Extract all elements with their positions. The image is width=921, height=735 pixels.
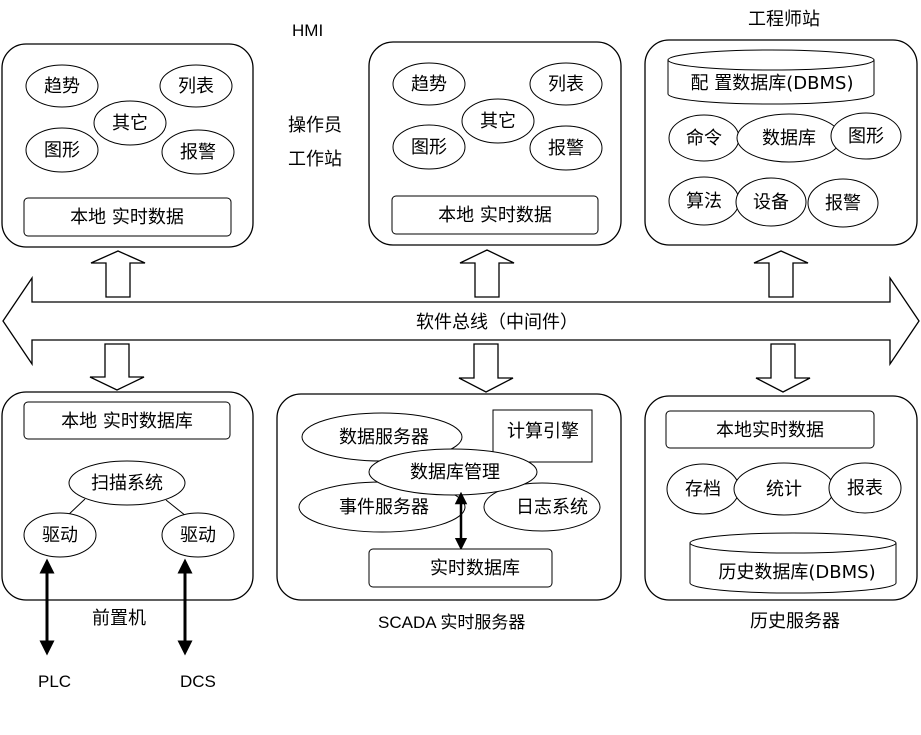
trend-ellipse: 趋势 xyxy=(411,74,447,95)
history-database-cylinder: 历史数据库(DBMS) xyxy=(718,562,875,583)
graphic-ellipse: 图形 xyxy=(44,140,80,161)
local-realtime-data-box: 本地 实时数据 xyxy=(438,205,552,226)
data-server-ellipse: 数据服务器 xyxy=(339,427,429,448)
software-bus-arrow xyxy=(2,275,920,367)
operator-panel-2: 趋势 列表 其它 图形 报警 本地 实时数据 xyxy=(368,41,622,246)
down-arrow-2 xyxy=(458,343,514,393)
software-bus-label: 软件总线（中间件） xyxy=(416,312,578,333)
device-ellipse: 设备 xyxy=(753,192,789,213)
frontend-caption: 前置机 xyxy=(92,608,146,629)
scada-caption: SCADA 实时服务器 xyxy=(378,613,525,632)
driver-ellipse-1: 驱动 xyxy=(42,525,78,546)
dcs-label: DCS xyxy=(180,672,216,691)
operator-label-line2: 工作站 xyxy=(288,149,342,170)
statistics-ellipse: 统计 xyxy=(766,479,802,500)
engineer-panel: 配 置数据库(DBMS) 命令 数据库 图形 算法 设备 报警 xyxy=(644,39,918,246)
frontend-panel: 本地 实时数据库 扫描系统 驱动 驱动 xyxy=(1,391,254,601)
archive-ellipse: 存档 xyxy=(685,479,721,500)
calc-engine-box: 计算引擎 xyxy=(507,421,579,442)
graphic-ellipse: 图形 xyxy=(411,137,447,158)
list-ellipse: 列表 xyxy=(548,74,584,95)
operator-label-line1: 操作员 xyxy=(288,115,342,136)
alarm-ellipse: 报警 xyxy=(180,142,216,163)
down-arrow-1 xyxy=(89,343,145,391)
list-ellipse: 列表 xyxy=(178,76,214,97)
other-ellipse: 其它 xyxy=(480,111,516,132)
algorithm-ellipse: 算法 xyxy=(686,191,722,212)
history-panel: 本地实时数据 存档 统计 报表 历史数据库(DBMS) xyxy=(644,395,918,601)
trend-ellipse: 趋势 xyxy=(44,76,80,97)
local-realtime-data-box: 本地实时数据 xyxy=(716,420,824,441)
other-ellipse: 其它 xyxy=(112,113,148,134)
event-server-ellipse: 事件服务器 xyxy=(339,497,429,518)
engineer-station-title: 工程师站 xyxy=(748,9,820,30)
down-arrow-3 xyxy=(755,343,811,393)
database-ellipse: 数据库 xyxy=(762,128,816,149)
hmi-title: HMI xyxy=(292,21,323,40)
plc-label: PLC xyxy=(38,672,71,691)
db-management-ellipse: 数据库管理 xyxy=(410,462,500,483)
history-caption: 历史服务器 xyxy=(750,611,840,632)
alarm-ellipse: 报警 xyxy=(825,193,861,214)
scan-system-ellipse: 扫描系统 xyxy=(91,473,163,494)
alarm-ellipse: 报警 xyxy=(548,138,584,159)
operator-panel-1: 趋势 列表 其它 图形 报警 本地 实时数据 xyxy=(1,43,254,248)
local-realtime-data-box: 本地 实时数据 xyxy=(70,207,184,228)
realtime-database-box: 实时数据库 xyxy=(430,558,520,579)
up-arrow-2 xyxy=(459,249,515,298)
log-system-ellipse: 日志系统 xyxy=(516,497,588,518)
graphic-ellipse: 图形 xyxy=(848,126,884,147)
report-ellipse: 报表 xyxy=(847,478,883,499)
scada-panel: 计算引擎 数据服务器 日志系统 事件服务器 数据库管理 实时数据库 xyxy=(276,393,622,601)
up-arrow-1 xyxy=(90,250,146,298)
driver-ellipse-2: 驱动 xyxy=(180,525,216,546)
local-realtime-database-box: 本地 实时数据库 xyxy=(61,411,193,432)
config-database-cylinder: 配 置数据库(DBMS) xyxy=(691,73,854,94)
command-ellipse: 命令 xyxy=(686,128,722,149)
up-arrow-3 xyxy=(753,250,809,298)
